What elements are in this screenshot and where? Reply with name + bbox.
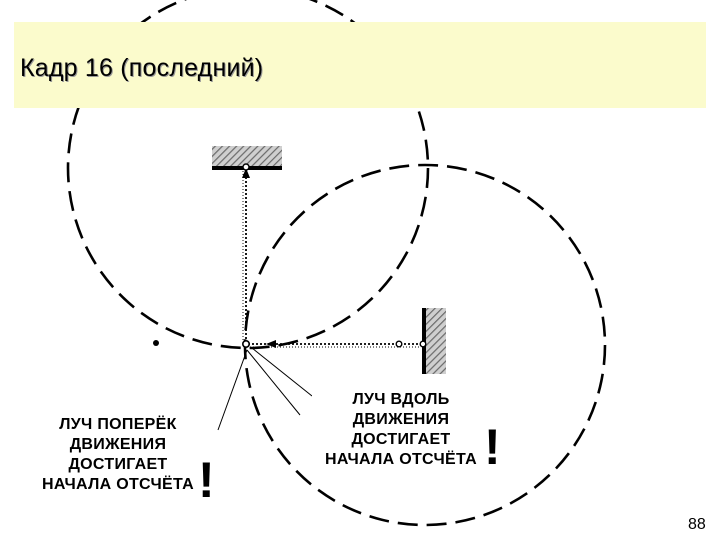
slide-title: Кадр 16 (последний) [20, 54, 264, 82]
title-band [14, 22, 706, 108]
callout-line: ДВИЖЕНИЯ [69, 436, 167, 453]
origin-point [242, 339, 251, 348]
right-reflection-point [395, 340, 403, 348]
callout-leader-right-a [246, 349, 301, 416]
callout-leader-right-b [251, 347, 313, 397]
callout-line: ДВИЖЕНИЯ [352, 411, 450, 428]
top-reflection-point [242, 163, 250, 171]
callout-along: ЛУЧ ВДОЛЬ ДВИЖЕНИЯ ДОСТИГАЕТ НАЧАЛА ОТСЧ… [312, 390, 490, 474]
right-mirror-point [419, 340, 427, 348]
callout-line: ДОСТИГАЕТ [68, 456, 168, 473]
callout-line: НАЧАЛА ОТСЧЁТА [325, 451, 477, 468]
light-front-circle-initial [66, 0, 430, 350]
right-mirror-hatching [426, 308, 446, 374]
callout-line: ЛУЧ ПОПЕРЁК [59, 416, 177, 433]
exclamation-mark-right: ! [484, 419, 501, 475]
exclamation-mark-left: ! [198, 452, 215, 508]
callout-line: ЛУЧ ВДОЛЬ [352, 391, 450, 408]
initial-origin-point [153, 340, 159, 346]
perpendicular-ray-arrow [242, 168, 250, 178]
page-number: 88 [688, 516, 706, 533]
callout-line: НАЧАЛА ОТСЧЁТА [42, 476, 194, 493]
top-mirror-hatching [212, 146, 282, 167]
callout-line: ДОСТИГАЕТ [351, 431, 451, 448]
callout-leader-left [217, 349, 248, 431]
along-ray-arrow [266, 340, 276, 348]
callout-perpendicular: ЛУЧ ПОПЕРЁК ДВИЖЕНИЯ ДОСТИГАЕТ НАЧАЛА ОТ… [28, 415, 208, 499]
